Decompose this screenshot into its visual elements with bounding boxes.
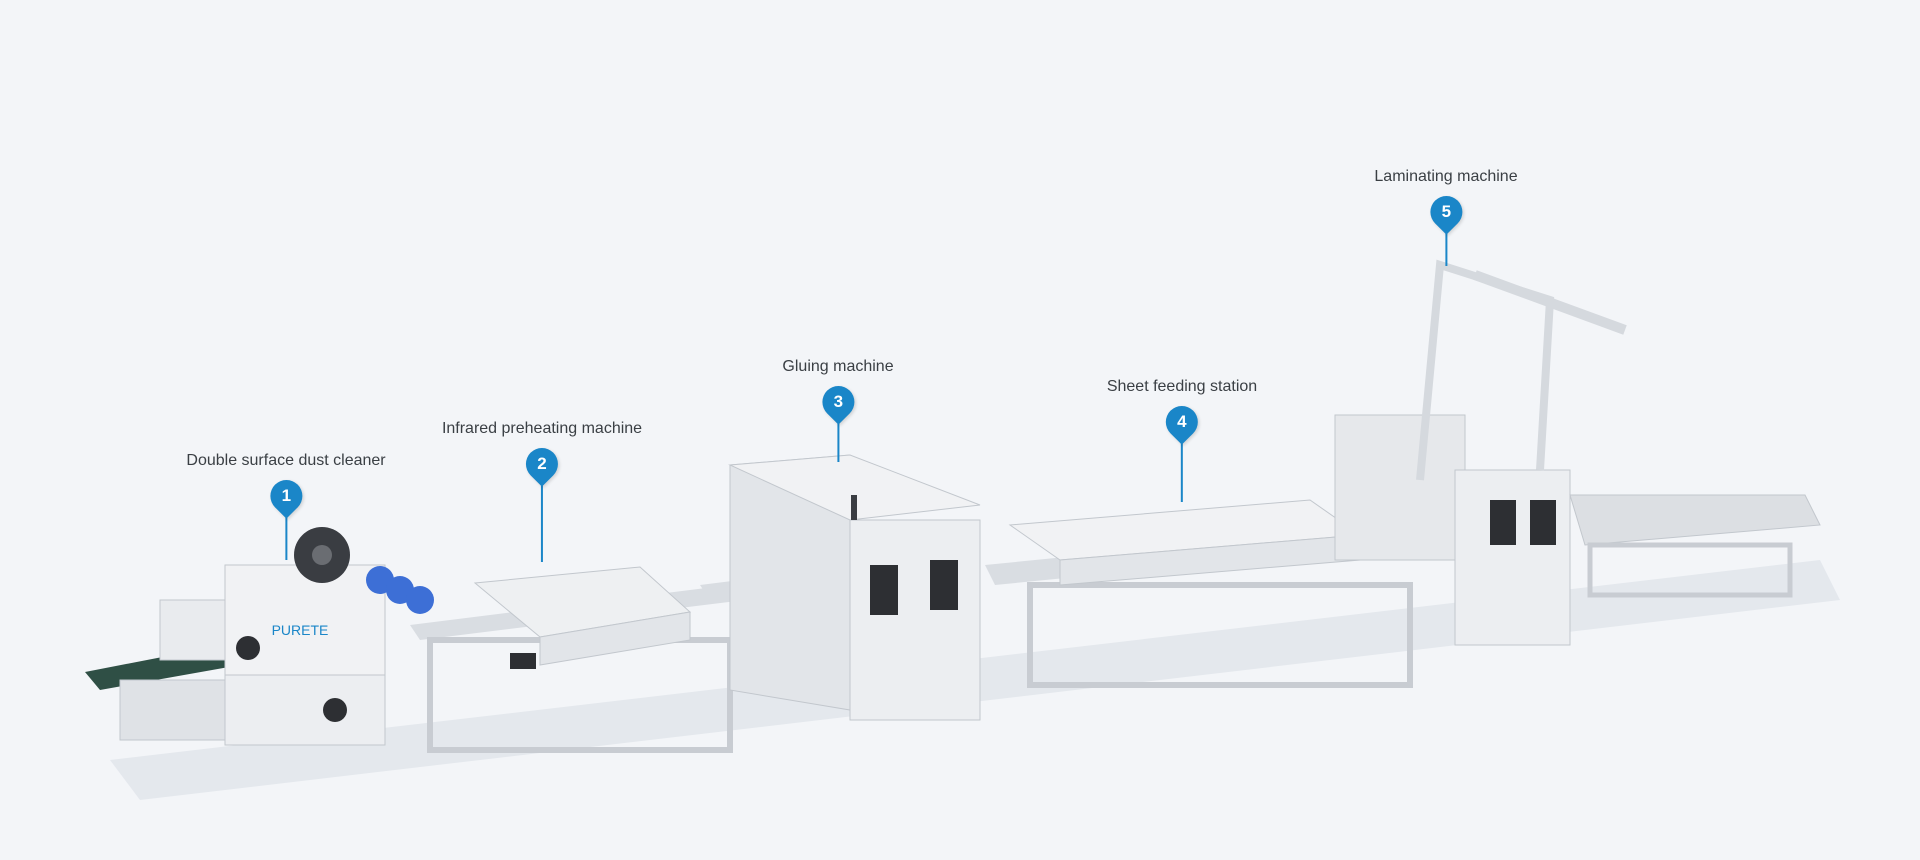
preheater-panel — [510, 653, 536, 669]
pin-stem — [541, 482, 543, 562]
pin-stem — [1181, 440, 1183, 502]
map-pin-icon: 3 — [815, 379, 861, 425]
laminator-body — [1334, 414, 1466, 561]
callout-station-1: Double surface dust cleaner 1 — [186, 452, 386, 560]
feeding-frame — [1027, 582, 1413, 688]
gluing-top — [728, 454, 981, 521]
outfeed-rollers — [1569, 494, 1821, 546]
outfeed-frame — [1587, 542, 1793, 598]
film-arm — [1473, 270, 1627, 335]
station-label: Infrared preheating machine — [441, 420, 643, 437]
callout-station-3: Gluing machine 3 — [782, 358, 894, 462]
station-number: 2 — [537, 454, 547, 473]
front-port — [323, 698, 347, 722]
roller-blue-3 — [406, 586, 434, 614]
pin-stem — [836, 420, 839, 462]
map-pin-icon: 4 — [1159, 399, 1205, 445]
station-label: Double surface dust cleaner — [186, 452, 386, 469]
preheater-hood-front — [539, 611, 691, 666]
side-port — [236, 636, 260, 660]
laminator-window-right — [1530, 500, 1556, 545]
sheet-feeding-station — [985, 499, 1450, 688]
callout-station-4: Sheet feeding station 4 — [1107, 378, 1257, 502]
gluing-machine — [700, 454, 981, 721]
map-pin-icon: 5 — [1423, 189, 1469, 235]
station-label: Gluing machine — [782, 358, 894, 375]
laminator-front — [1454, 469, 1571, 646]
laminating-machine — [1334, 259, 1821, 646]
infrared-preheater-machine — [410, 566, 745, 753]
map-pin-icon: 1 — [263, 473, 309, 519]
pin-stem — [1444, 230, 1447, 266]
station-label: Laminating machine — [1374, 168, 1518, 185]
gluing-window-left — [870, 565, 898, 615]
gluing-front — [849, 519, 981, 721]
callout-station-5: Laminating machine 5 — [1374, 168, 1518, 266]
station-number: 5 — [1441, 202, 1451, 221]
pin-stem — [284, 514, 287, 560]
dust-fan-hub — [312, 545, 332, 565]
station-label: Sheet feeding station — [1106, 378, 1258, 395]
station-number: 3 — [833, 392, 843, 411]
map-pin-icon: 2 — [519, 441, 565, 487]
callout-station-2: Infrared preheating machine 2 — [442, 420, 642, 562]
station-number: 4 — [1177, 412, 1187, 431]
station-number: 1 — [281, 486, 291, 505]
gluing-window-right — [930, 560, 958, 610]
brand-plate: PURETE — [272, 622, 329, 638]
signal-tower — [851, 495, 857, 520]
laminator-window-left — [1490, 500, 1516, 545]
dust-cleaner-machine: PURETE — [85, 527, 434, 746]
